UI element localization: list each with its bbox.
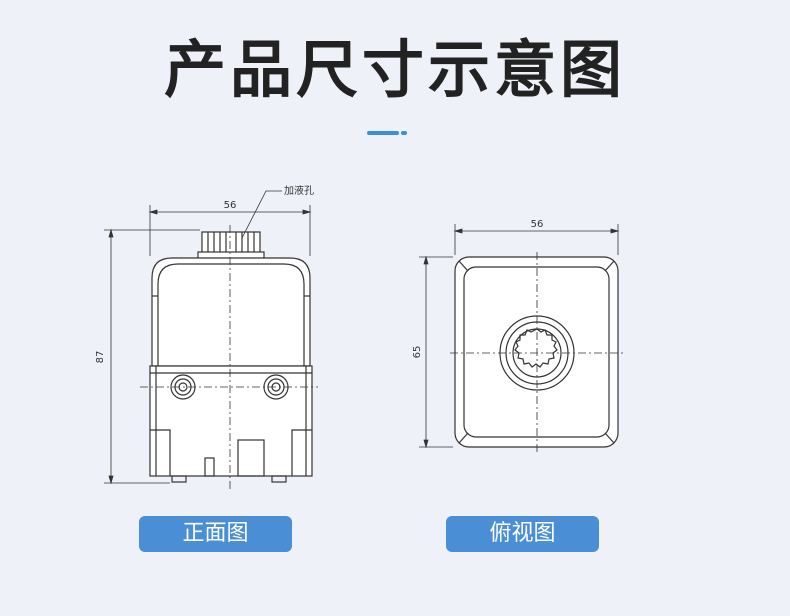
- page-title: 产品尺寸示意图: [163, 33, 626, 106]
- top-inner-body: [463, 266, 610, 438]
- title-accent-dot: [401, 131, 407, 135]
- title-accent-bar: [367, 131, 399, 135]
- top-view-label: 俯视图: [446, 516, 599, 552]
- top-dimensions: [419, 224, 620, 449]
- front-view-drawing: [149, 231, 313, 483]
- front-view-label: 正面图: [139, 516, 292, 552]
- front-height-dimension: 87: [95, 351, 106, 364]
- top-centerlines: [450, 252, 625, 452]
- front-lower-body: [149, 365, 313, 477]
- filler-cap: [197, 231, 265, 260]
- front-upper-body: [151, 257, 311, 367]
- top-view-drawing: [454, 256, 619, 448]
- front-centerlines: [140, 225, 318, 490]
- front-width-dimension: 56: [224, 200, 237, 211]
- top-height-dimension: 65: [412, 346, 423, 359]
- filler-hole-note: 加液孔: [284, 184, 314, 197]
- front-dimensions: [104, 190, 312, 485]
- top-width-dimension: 56: [531, 219, 544, 230]
- top-outer-body: [454, 256, 619, 448]
